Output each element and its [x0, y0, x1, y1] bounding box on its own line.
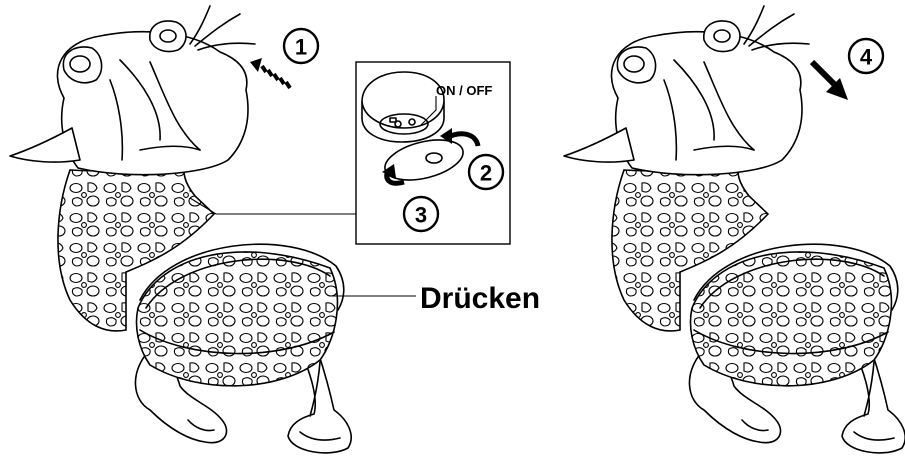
step-badge-1: 1: [284, 29, 318, 63]
press-label: Drücken: [420, 282, 540, 315]
bowl-left: [137, 244, 344, 386]
light-unit: [362, 72, 444, 142]
bowl-right: [691, 244, 898, 386]
figure-left: [10, 6, 416, 453]
step-number-2: 2: [480, 161, 492, 186]
head-left: [10, 6, 255, 175]
step-number-3: 3: [415, 203, 427, 228]
figure-right: [564, 6, 905, 453]
step-badge-2: 2: [469, 155, 503, 189]
solid-arrow-icon: [812, 62, 848, 100]
on-off-label: ON / OFF: [436, 83, 492, 98]
step-number-1: 1: [295, 35, 307, 60]
step-badge-3: 3: [404, 197, 438, 231]
leader-line-inset: [190, 198, 356, 214]
dashed-arrow-icon: [250, 58, 290, 88]
inset-detail-box: ON / OFF 2 3: [356, 62, 510, 244]
step-number-4: 4: [860, 45, 873, 70]
head-right: [564, 6, 809, 175]
step-badge-4: 4: [849, 39, 883, 73]
